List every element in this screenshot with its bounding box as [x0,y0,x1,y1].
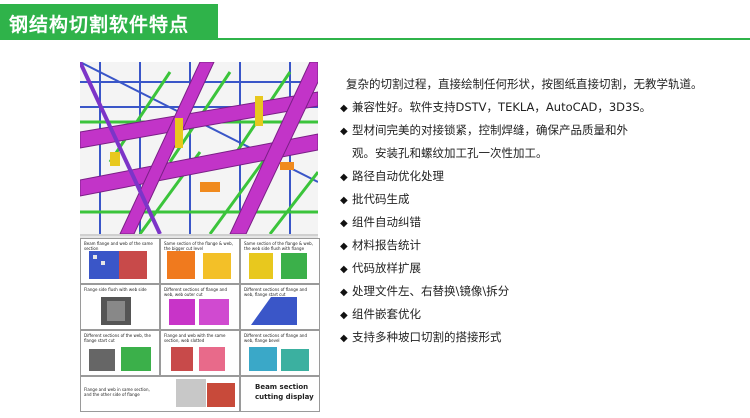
section-cell: Different sections of flange and web, fl… [240,284,320,330]
figure-title-line: Beam section [255,383,309,391]
beam-diagram-icon [101,297,131,325]
feature-item: ◆ 处理文件左、右替换\镜像\拆分 [340,283,509,299]
section-cell: Flange and web in same section, and the … [80,376,240,412]
section-caption: Flange and web with the same section, we… [164,333,226,343]
beam-diagram-icon [89,251,147,279]
feature-text: 组件嵌套优化 [352,307,421,321]
feature-item: ◆ 组件嵌套优化 [340,306,421,322]
diamond-bullet-icon: ◆ [340,218,348,229]
beam-diagram-icon [251,297,297,325]
feature-continuation: 观。安装孔和螺纹加工孔一次性加工。 [352,146,548,160]
section-caption: Different sections of flange and web, we… [164,287,227,297]
section-caption: Different sections of flange and web, fl… [244,287,307,297]
diamond-bullet-icon: ◆ [340,264,348,275]
diamond-bullet-icon: ◆ [340,195,348,206]
section-caption: Same section of the flange & web, the bi… [164,241,233,251]
header-bar: 钢结构切割软件特点 [0,0,750,40]
diamond-bullet-icon: ◆ [340,126,348,137]
feature-item: ◆ 型材间完美的对接锁紧，控制焊缝，确保产品质量和外 [340,122,628,138]
feature-item: ◆ 批代码生成 [340,191,410,207]
feature-item: ◆ 路径自动优化处理 [340,168,444,184]
feature-text: 路径自动优化处理 [352,169,444,183]
section-caption: Beam flange and web of the same section [84,241,153,251]
figure-title-cell: Beam section cutting display [240,376,320,412]
feature-item: ◆ 组件自动纠错 [340,214,421,230]
section-caption: Different sections of flange and web, fl… [244,333,307,343]
section-cell: Different sections of flange and web, fl… [240,330,320,376]
beam-diagram-icon [176,379,235,407]
section-cell: Different sections of the web, the flang… [80,330,160,376]
feature-item: ◆ 代码放样扩展 [340,260,421,276]
feature-text: 支持多种坡口切割的搭接形式 [352,330,502,344]
section-panels: Beam flange and web of the same section … [80,236,320,412]
diamond-bullet-icon: ◆ [340,103,348,114]
section-caption: Same section of the flange & web, the we… [244,241,313,251]
diamond-bullet-icon: ◆ [340,333,348,344]
feature-text: 代码放样扩展 [352,261,421,275]
section-caption: Flange and web in same section, and the … [84,387,150,397]
beam-diagram-icon [167,251,231,279]
beam-diagram-icon [89,347,151,371]
feature-text: 型材间完美的对接锁紧，控制焊缝，确保产品质量和外 [352,123,628,137]
beam-diagram-icon [249,253,307,279]
section-cell: Beam flange and web of the same section [80,238,160,284]
section-cell: Different sections of flange and web, we… [160,284,240,330]
section-cell: Flange side flush with web side [80,284,160,330]
beam-diagram-icon [171,347,225,371]
title-banner [0,4,218,38]
beam-diagram-icon [169,299,229,325]
section-cell: Same section of the flange & web, the bi… [160,238,240,284]
feature-item: ◆ 兼容性好。软件支持DSTV，TEKLA，AutoCAD，3D3S。 [340,99,651,115]
feature-text: 组件自动纠错 [352,215,421,229]
diamond-bullet-icon: ◆ [340,241,348,252]
feature-text: 批代码生成 [352,192,410,206]
header-divider [0,38,750,40]
section-caption: Different sections of the web, the flang… [84,333,151,343]
steel-structure-render [80,62,318,236]
feature-text: 处理文件左、右替换\镜像\拆分 [352,284,510,298]
feature-text: 材料报告统计 [352,238,421,252]
steel-structure-3d-image [80,62,318,234]
figure-title-line: cutting display [255,393,314,401]
feature-item: ◆ 支持多种坡口切割的搭接形式 [340,329,502,345]
page-title: 钢结构切割软件特点 [9,14,190,36]
feature-intro: 复杂的切割过程，直接绘制任何形状，按图纸直接切割，无教学轨道。 [346,77,703,91]
section-cell: Same section of the flange & web, the we… [240,238,320,284]
diamond-bullet-icon: ◆ [340,172,348,183]
feature-item: ◆ 材料报告统计 [340,237,421,253]
section-cell: Flange and web with the same section, we… [160,330,240,376]
section-caption: Flange side flush with web side [84,287,147,292]
software-figure: Beam flange and web of the same section … [80,62,320,412]
diamond-bullet-icon: ◆ [340,287,348,298]
beam-diagram-icon [249,347,309,371]
feature-text: 兼容性好。软件支持DSTV，TEKLA，AutoCAD，3D3S。 [352,100,652,114]
diamond-bullet-icon: ◆ [340,310,348,321]
